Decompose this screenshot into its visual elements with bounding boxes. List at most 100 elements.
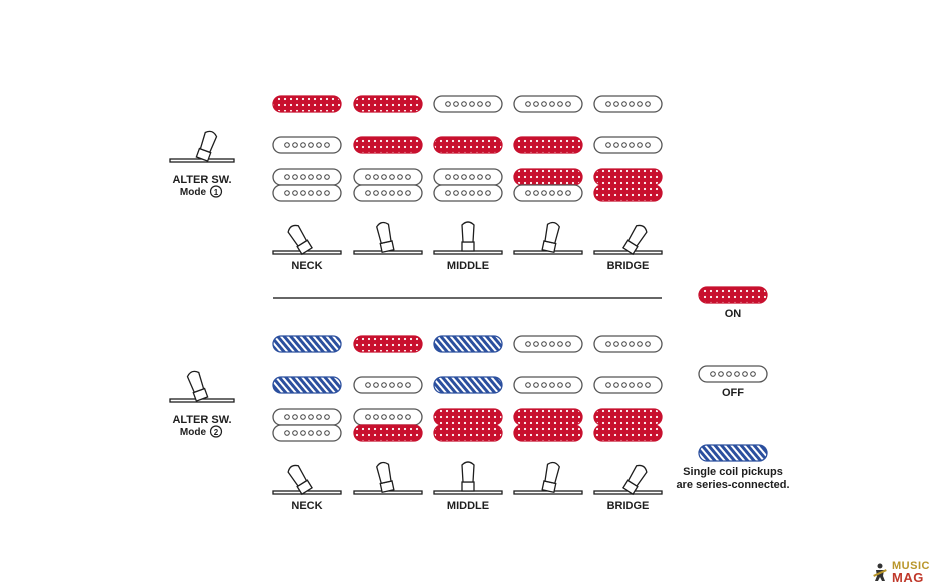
humbucker-pickup xyxy=(272,168,342,202)
legend-label: are series-connected. xyxy=(676,479,789,491)
selector-toggle-icon xyxy=(593,224,663,256)
humbucker-coil-top xyxy=(513,408,583,426)
humbucker-pickup xyxy=(353,168,423,202)
single-coil-pickup xyxy=(433,95,503,113)
position-label-middle: MIDDLE xyxy=(447,260,489,272)
mode-number-circle xyxy=(209,185,223,198)
single-coil-pickup xyxy=(513,376,583,394)
alter-switch-lever-icon xyxy=(169,130,235,163)
humbucker-pickup xyxy=(593,408,663,442)
single-coil-pickup xyxy=(353,136,423,154)
humbucker-coil-top xyxy=(433,168,503,186)
legend-label: Single coil pickups xyxy=(683,466,783,478)
humbucker-coil-top xyxy=(272,168,342,186)
single-coil-pickup xyxy=(353,95,423,113)
humbucker-pickup xyxy=(353,408,423,442)
single-coil-pickup xyxy=(513,95,583,113)
mode-indicator: Mode 1 xyxy=(180,185,223,198)
single-coil-pickup xyxy=(272,95,342,113)
guitarist-icon xyxy=(873,563,887,581)
humbucker-coil-top xyxy=(272,408,342,426)
legend-swatch-off xyxy=(698,365,768,383)
alter-switch xyxy=(169,370,235,403)
position-label-middle: MIDDLE xyxy=(447,500,489,512)
watermark-bottom: MAG xyxy=(892,570,924,585)
humbucker-coil-bottom xyxy=(513,184,583,202)
selector-positions: NECK MIDDLE BRIDGE xyxy=(272,221,663,272)
humbucker-pickup xyxy=(513,168,583,202)
single-coil-pickup xyxy=(593,376,663,394)
mode-number: 1 xyxy=(214,188,219,197)
pickup-row-1 xyxy=(272,335,663,353)
legend-item-on: ON xyxy=(698,286,768,320)
legend-label: OFF xyxy=(722,387,744,399)
selector-toggle-icon xyxy=(513,221,583,255)
single-coil-pickup xyxy=(272,376,342,394)
position-label-neck: NECK xyxy=(291,500,322,512)
humbucker-coil-top xyxy=(353,408,423,426)
alter-switch-lever-icon xyxy=(169,370,235,403)
single-coil-pickup xyxy=(593,335,663,353)
mode-label: Mode xyxy=(180,187,207,198)
position-label-bridge: BRIDGE xyxy=(607,260,650,272)
mode-number-circle xyxy=(209,425,223,438)
pickup-row-3 xyxy=(272,168,663,202)
humbucker-coil-bottom xyxy=(433,424,503,442)
humbucker-coil-bottom xyxy=(272,424,342,442)
single-coil-pickup xyxy=(433,136,503,154)
mode-label: Mode xyxy=(180,427,207,438)
alter-switch-title: ALTER SW. xyxy=(172,174,231,186)
humbucker-coil-bottom xyxy=(353,184,423,202)
humbucker-coil-bottom xyxy=(272,184,342,202)
selector-positions: NECK MIDDLE BRIDGE xyxy=(272,461,663,512)
humbucker-coil-bottom xyxy=(433,184,503,202)
legend-item-off: OFF xyxy=(698,365,768,399)
humbucker-pickup xyxy=(433,408,503,442)
humbucker-coil-top xyxy=(593,168,663,186)
humbucker-pickup xyxy=(593,168,663,202)
selector-toggle-icon xyxy=(272,464,342,496)
humbucker-coil-top xyxy=(433,408,503,426)
selector-toggle-icon xyxy=(433,221,503,255)
pickup-row-1 xyxy=(272,95,663,113)
humbucker-coil-top xyxy=(593,408,663,426)
humbucker-coil-bottom xyxy=(353,424,423,442)
mode-number: 2 xyxy=(214,428,219,437)
humbucker-coil-bottom xyxy=(593,424,663,442)
legend-swatch-on xyxy=(698,286,768,304)
legend-label: ON xyxy=(725,308,742,320)
pickup-row-3 xyxy=(272,408,663,442)
selector-toggle-icon xyxy=(433,461,503,495)
single-coil-pickup xyxy=(272,335,342,353)
single-coil-pickup xyxy=(513,335,583,353)
humbucker-pickup xyxy=(433,168,503,202)
alter-switch-title: ALTER SW. xyxy=(172,414,231,426)
pickup-row-2 xyxy=(272,136,663,154)
position-label-bridge: BRIDGE xyxy=(607,500,650,512)
selector-toggle-icon xyxy=(513,461,583,495)
single-coil-pickup xyxy=(513,136,583,154)
humbucker-coil-top xyxy=(513,168,583,186)
humbucker-coil-top xyxy=(353,168,423,186)
position-label-neck: NECK xyxy=(291,260,322,272)
humbucker-pickup xyxy=(513,408,583,442)
single-coil-pickup xyxy=(272,136,342,154)
single-coil-pickup xyxy=(433,335,503,353)
watermark-top: MUSIC xyxy=(892,560,930,572)
alter-switch xyxy=(169,130,235,163)
humbucker-coil-bottom xyxy=(513,424,583,442)
single-coil-pickup xyxy=(353,376,423,394)
humbucker-coil-bottom xyxy=(593,184,663,202)
pickup-row-2 xyxy=(272,376,663,394)
watermark-logo: MUSIC MAG xyxy=(870,560,936,585)
selector-toggle-icon xyxy=(593,464,663,496)
selector-toggle-icon xyxy=(353,221,423,255)
single-coil-pickup xyxy=(353,335,423,353)
legend-swatch-series xyxy=(698,444,768,462)
selector-toggle-icon xyxy=(272,224,342,256)
